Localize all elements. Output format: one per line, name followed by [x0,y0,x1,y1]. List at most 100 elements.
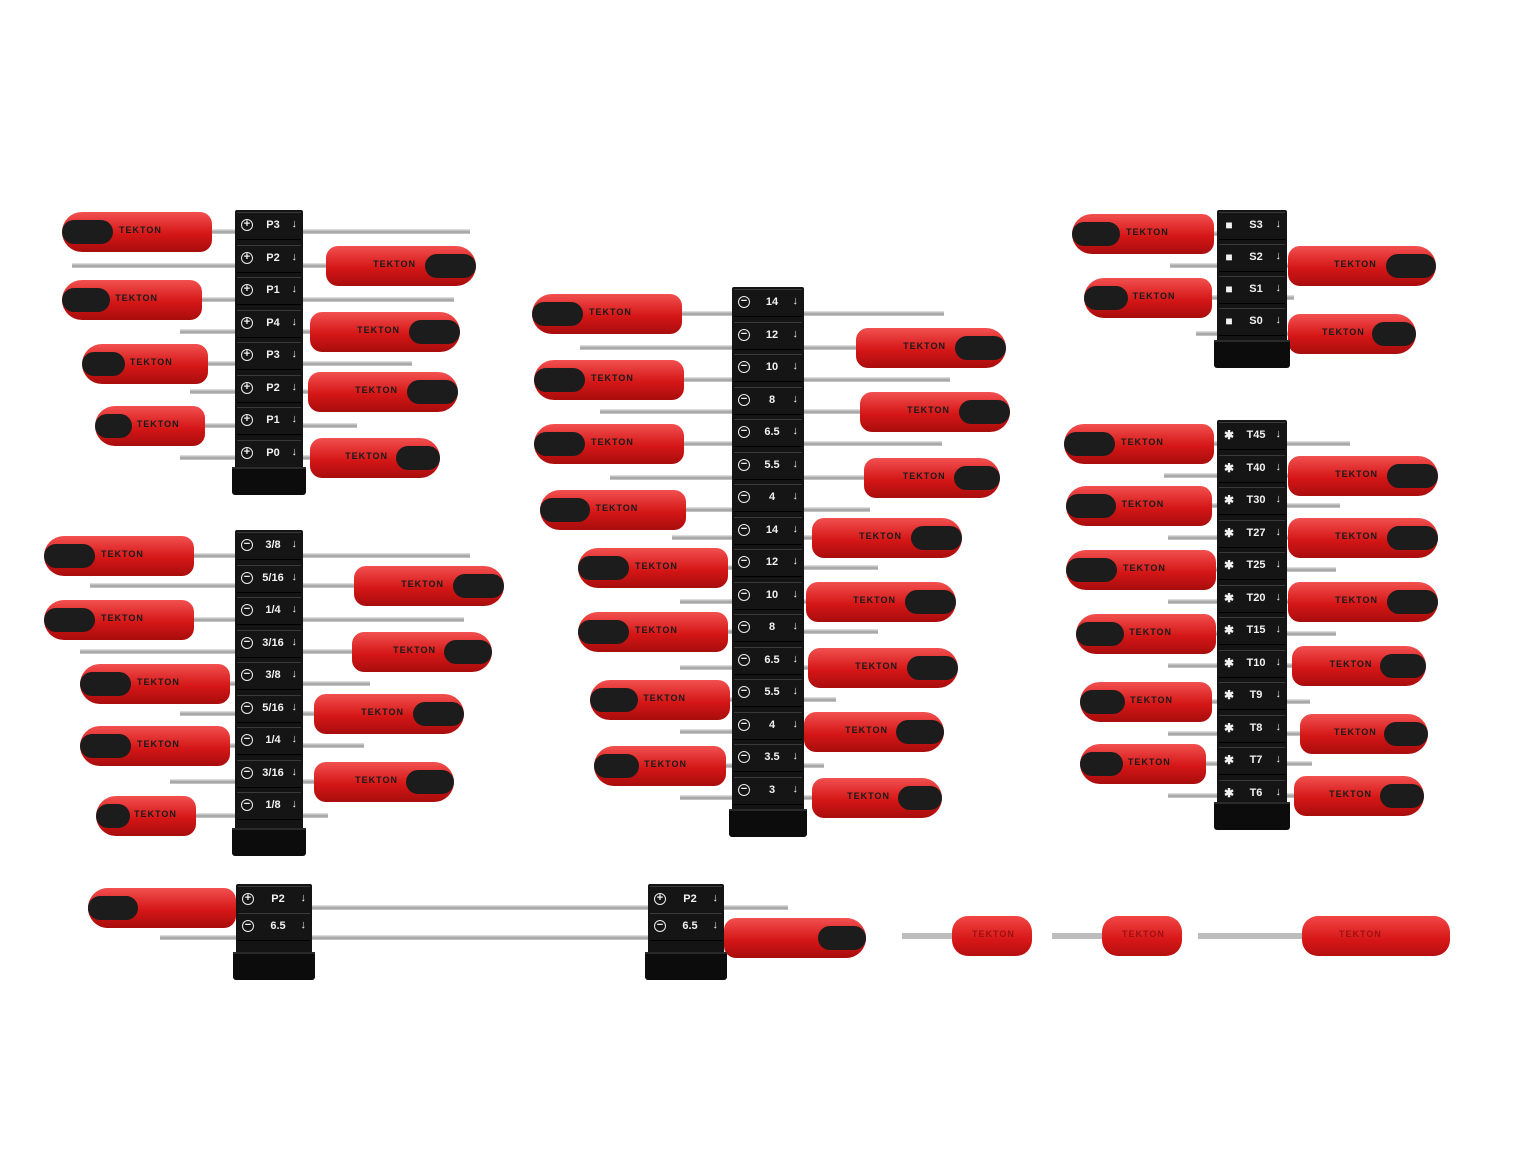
handle-grip [444,640,492,664]
screwdriver: TEKTON [532,294,944,334]
size-label: −10↓ [734,354,802,382]
rack-phillips: +P3↓+P2↓+P1↓+P4↓+P3↓+P2↓+P1↓+P0↓ [232,210,306,495]
down-arrow-icon: ↓ [792,620,799,632]
size-label: −5.5↓ [734,679,802,707]
size-text: S3 [1249,219,1263,231]
down-arrow-icon: ↓ [1275,428,1282,440]
size-label: ✱T30↓ [1219,487,1285,515]
screwdriver-handle: TEKTON [1080,744,1206,784]
handle-grip [955,336,1006,360]
screwdriver-handle: TEKTON [326,246,476,286]
screwdriver-shaft [680,377,950,382]
brand-text: TEKTON [907,405,950,415]
size-text: 5/16 [262,701,284,714]
down-arrow-icon: ↓ [291,700,298,713]
screwdriver-handle: TEKTON [80,664,230,704]
down-arrow-icon: ↓ [1275,314,1282,326]
handle-grip [407,380,458,404]
screwdriver: TEKTON [62,212,470,252]
handle-grip [594,754,639,778]
down-arrow-icon: ↓ [291,765,298,778]
handle-grip [62,288,110,312]
screwdriver-handle: TEKTON [354,566,504,606]
brand-text: TEKTON [345,451,388,461]
down-arrow-icon: ↓ [291,798,298,810]
plus-circle-icon: + [241,251,253,264]
down-arrow-icon: ↓ [291,380,298,393]
handle-grip [534,432,585,456]
down-arrow-icon: ↓ [291,538,298,550]
star-icon: ✱ [1223,623,1235,637]
brand-text: TEKTON [1321,327,1365,337]
brand-text: TEKTON [845,725,888,735]
handle-grip [817,926,866,950]
handle-grip [82,352,125,376]
down-arrow-icon: ↓ [792,685,799,697]
screwdriver-handle: TEKTON [1288,246,1436,286]
size-text: P2 [271,893,285,905]
size-text: 5.5 [764,686,780,698]
brand-text: TEKTON [355,385,398,395]
minus-circle-icon: − [738,588,750,601]
brand-text: TEKTON [859,531,902,541]
down-arrow-icon: ↓ [712,892,719,904]
screwdriver-shaft [902,933,958,939]
brand-text: TEKTON [643,693,687,703]
down-arrow-icon: ↓ [1275,785,1282,798]
size-label: ✱T9↓ [1219,682,1285,710]
screwdriver-shaft [198,297,454,302]
plus-circle-icon: + [241,414,253,426]
star-icon: ✱ [1223,590,1235,605]
size-text: P2 [266,251,280,264]
size-text: T27 [1246,526,1266,539]
down-arrow-icon: ↓ [291,570,298,583]
screwdriver-shaft [678,311,944,316]
minus-circle-icon: − [738,523,750,536]
handle-grip [1076,622,1124,646]
screwdriver: TEKTON [80,726,364,766]
screwdriver-handle [724,918,866,958]
star-icon: ✱ [1223,558,1235,572]
screwdriver-shaft [160,935,728,940]
star-icon: ✱ [1223,720,1235,735]
size-text: 3/8 [265,669,281,681]
size-text: 14 [765,296,779,308]
handle-grip [80,734,131,758]
size-label: −3.5↓ [734,744,802,772]
handle-grip [1379,784,1424,808]
down-arrow-icon: ↓ [291,413,298,425]
handle-grip [44,608,95,632]
down-arrow-icon: ↓ [1275,525,1282,538]
handle-grip [540,498,590,522]
brand-text: TEKTON [1122,929,1165,939]
handle-grip [1387,526,1438,550]
down-arrow-icon: ↓ [1275,460,1282,473]
handle-grip [1080,752,1123,776]
size-label: ✱T20↓ [1219,584,1285,613]
screwdriver: TEKTON [1170,246,1436,286]
brand-text: TEKTON [134,809,177,819]
handle-grip [44,544,95,568]
brand-text: TEKTON [1121,437,1164,447]
size-label: ■S2↓ [1219,244,1285,272]
down-arrow-icon: ↓ [1275,218,1282,230]
handle-grip [905,590,956,614]
brand-text: TEKTON [361,707,404,717]
minus-circle-icon: − [242,920,254,932]
rack-foot [1214,340,1290,368]
brand-text: TEKTON [1339,929,1382,939]
screwdriver: TEKTON [180,438,440,478]
minus-circle-icon: − [241,636,253,649]
handle-grip [578,620,629,644]
minus-circle-icon: − [738,783,750,796]
size-label: +P1↓ [237,407,301,435]
multi-bit-screwdriver: TEKTON [1198,916,1450,956]
size-text: 1/4 [265,604,281,616]
screwdriver: TEKTON [680,778,942,818]
screwdriver-shaft [190,553,470,558]
star-icon: ✱ [1223,460,1235,475]
screwdriver-handle: TEKTON [1300,714,1428,754]
down-arrow-icon: ↓ [1275,753,1282,765]
brand-text: TEKTON [589,307,632,317]
brand-text: TEKTON [393,645,436,655]
